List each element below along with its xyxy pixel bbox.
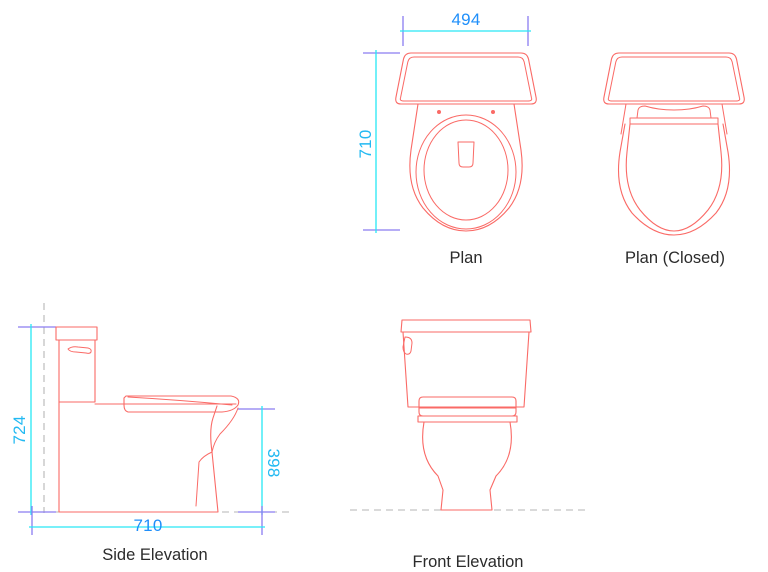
view-label-front-elevation: Front Elevation bbox=[413, 553, 524, 571]
front-tank-lid bbox=[400, 319, 532, 333]
dimension-side-depth: 710 bbox=[29, 506, 265, 535]
side-seat-outline bbox=[123, 395, 240, 413]
plan-tank-inner-line bbox=[399, 56, 533, 102]
plan-hinge-bolt-left bbox=[437, 110, 441, 114]
plan-view-group: 494 710 Plan bbox=[356, 10, 537, 267]
plan-bowl-outline bbox=[409, 103, 523, 232]
plan-closed-body-edge-left bbox=[620, 103, 627, 135]
dimension-side-seat-height: 398 bbox=[238, 406, 283, 515]
dimension-value-710-side: 710 bbox=[134, 516, 163, 535]
plan-closed-body-edge-right bbox=[721, 103, 728, 135]
front-tank-body bbox=[402, 331, 530, 408]
front-rim-band bbox=[417, 415, 518, 423]
plan-closed-view-group: Plan (Closed) bbox=[603, 52, 745, 267]
side-flush-lever bbox=[67, 346, 92, 354]
dimension-value-724: 724 bbox=[10, 416, 29, 445]
plan-closed-tank-inner-line bbox=[607, 56, 741, 102]
dimension-plan-depth: 710 bbox=[356, 50, 400, 233]
plan-closed-bowl-outline bbox=[617, 123, 731, 236]
dimension-value-494: 494 bbox=[452, 10, 481, 29]
plan-outlet-detail bbox=[457, 141, 475, 168]
plan-rim-ellipse-inner bbox=[423, 119, 509, 221]
dimension-plan-width: 494 bbox=[400, 10, 531, 46]
side-elevation-view-group: 724 398 710 bbox=[10, 303, 290, 564]
side-tank-body bbox=[58, 339, 96, 403]
dimension-value-710-plan: 710 bbox=[356, 130, 375, 159]
dimension-side-height: 724 bbox=[10, 324, 56, 515]
dimension-value-398: 398 bbox=[264, 449, 283, 478]
plan-closed-lid-outline bbox=[625, 123, 723, 232]
front-elevation-view-group: Front Elevation bbox=[350, 319, 590, 571]
front-flush-lever bbox=[402, 336, 413, 355]
side-seat-top-curve bbox=[127, 396, 233, 406]
view-label-side-elevation: Side Elevation bbox=[102, 546, 208, 564]
view-label-plan-closed: Plan (Closed) bbox=[625, 249, 725, 267]
plan-rim-ellipse-outer bbox=[415, 114, 517, 230]
side-bowl-skirt-line bbox=[195, 451, 213, 507]
view-label-plan: Plan bbox=[449, 249, 482, 267]
plan-closed-tank-outline bbox=[603, 52, 745, 105]
side-tank-lid bbox=[55, 326, 98, 341]
front-bowl-body bbox=[422, 421, 512, 511]
plan-tank-outline bbox=[395, 52, 537, 105]
side-bowl-body bbox=[58, 401, 219, 513]
plan-hinge-bolt-right bbox=[491, 110, 495, 114]
plan-closed-hinge-bar bbox=[629, 117, 719, 125]
plan-closed-hinge-cap bbox=[636, 105, 712, 119]
side-bowl-front-curve bbox=[211, 407, 239, 453]
